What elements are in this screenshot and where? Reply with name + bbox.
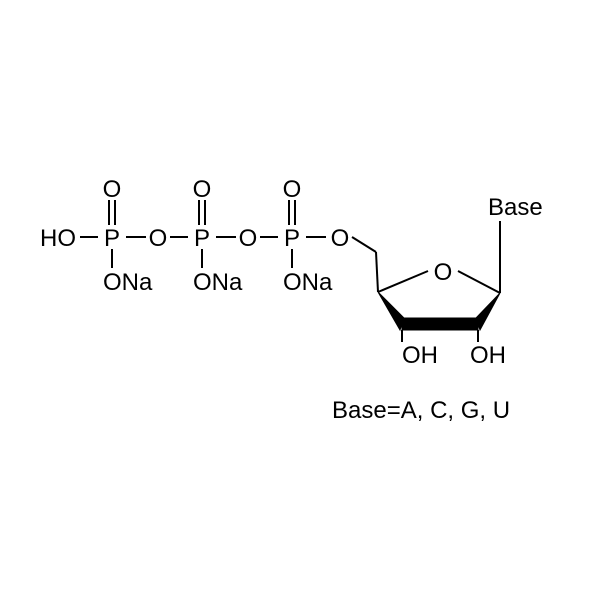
label-oh-right: OH xyxy=(470,342,506,369)
label-o-bridge-2: O xyxy=(239,225,258,252)
label-ona-2: ONa xyxy=(193,269,243,296)
label-ho-terminal: HO xyxy=(40,225,76,252)
label-p3: P xyxy=(284,225,300,252)
label-p2: P xyxy=(194,225,210,252)
wedge-c4-c3 xyxy=(377,291,405,332)
label-o-double-3: O xyxy=(283,176,302,203)
label-oh-left: OH xyxy=(402,342,438,369)
atom-labels: HO P O P O P O O O O ONa ONa ONa O OH OH… xyxy=(40,176,543,369)
bold-bond-c3-c2 xyxy=(401,317,479,331)
phosphate-chain-bonds xyxy=(80,200,326,268)
label-o-double-2: O xyxy=(193,176,212,203)
bond-oester-c5 xyxy=(351,236,377,253)
base-caption: Base=A, C, G, U xyxy=(332,397,510,424)
bond-c5-c4 xyxy=(375,251,379,293)
label-ona-3: ONa xyxy=(283,269,333,296)
label-ona-1: ONa xyxy=(103,269,153,296)
label-o-ester: O xyxy=(331,225,350,252)
wedge-c2-c1 xyxy=(475,292,501,332)
bond-oring-c1 xyxy=(457,270,501,294)
label-o-bridge-1: O xyxy=(149,225,168,252)
bond-c4-oring xyxy=(377,270,429,293)
label-p1: P xyxy=(104,225,120,252)
label-base: Base xyxy=(488,194,543,221)
label-o-double-1: O xyxy=(103,176,122,203)
ribose-ring-bonds xyxy=(351,221,501,342)
label-o-ring: O xyxy=(434,259,453,286)
